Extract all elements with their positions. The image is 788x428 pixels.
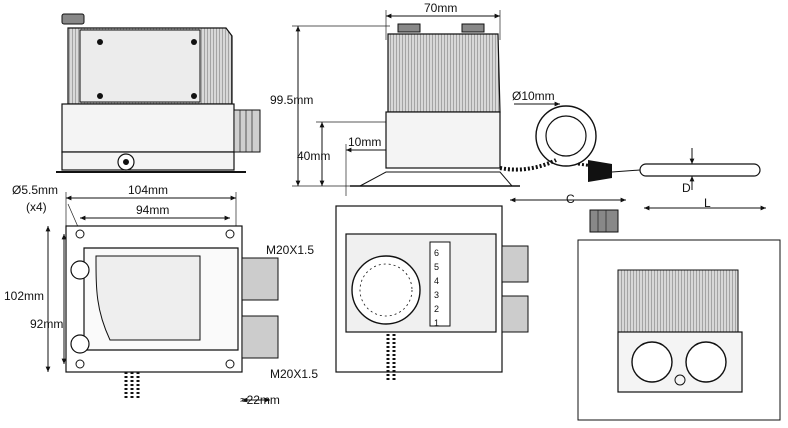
top-gland [241,257,279,301]
probe-d-label: D [682,181,691,195]
open-view: 6 5 4 3 2 1 [335,205,529,382]
width-overall-label: 104mm [128,183,168,197]
gland-bottom-label: M20X1.5 [270,367,318,381]
height-base-label: 40mm [297,149,330,163]
hole-spacing-y-label: 92mm [30,317,63,331]
terminal-5: 5 [434,262,439,272]
capillary-tube [499,158,557,172]
mounting-view: Ø5.5mm (x4) 104mm 94mm M20X1.5 M20X1.5 ≈… [4,183,318,407]
probe-l-label: L [704,196,711,210]
capillary-coil [535,105,597,167]
probe-connector [588,160,612,182]
hole-count-label: (x4) [26,200,47,214]
spare-nut [589,209,619,233]
gland-top-label: M20X1.5 [266,243,314,257]
terminal-2: 2 [434,304,439,314]
offset-label: 10mm [348,135,381,149]
front-base [61,103,235,153]
cable-c-label: C [566,192,575,206]
terminal-3: 3 [434,290,439,300]
height-overall-label: 102mm [4,289,44,303]
gland-depth-label: ≈22mm [240,393,280,407]
terminal-6: 6 [434,248,439,258]
terminal-4: 4 [434,276,439,286]
terminal-block [429,241,451,327]
probe-diameter-label: Ø10mm [512,89,555,103]
bottom-gland [241,315,279,359]
side-view: 70mm 10mm Ø10mm C L D [345,1,766,233]
thermostat-dial [351,255,421,325]
height-total-label: 99.5mm [270,93,313,107]
front-top-knob [61,13,85,25]
side-lid [387,33,501,113]
width-top-label: 70mm [424,1,457,15]
detail-view [577,239,781,421]
probe-bulb [639,163,761,177]
hole-spacing-x-label: 94mm [136,203,169,217]
terminal-1: 1 [434,318,439,328]
side-base [385,111,501,169]
front-gland [233,109,261,153]
front-view [56,13,261,173]
height-dimensions: 99.5mm 40mm [270,25,390,187]
hole-diameter-label: Ø5.5mm [12,183,58,197]
